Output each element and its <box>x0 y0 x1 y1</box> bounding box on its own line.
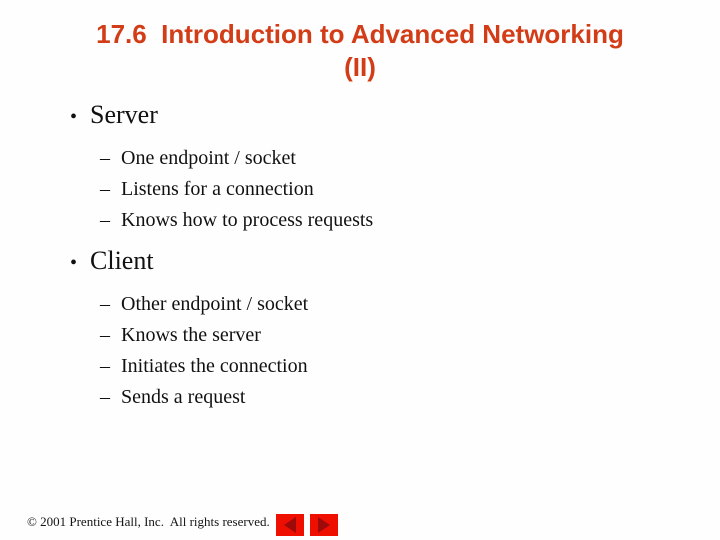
sub-bullet-text: Initiates the connection <box>121 355 308 377</box>
sub-bullet-item: – Initiates the connection <box>100 354 690 378</box>
bullet-item-client: • Client <box>70 246 690 278</box>
next-slide-button[interactable] <box>310 514 338 536</box>
sub-bullet-text: Sends a request <box>121 386 246 408</box>
slide-body: • Server – One endpoint / socket – Liste… <box>70 100 690 416</box>
dash-icon: – <box>100 209 110 231</box>
sub-bullet-item: – Sends a request <box>100 385 690 409</box>
sub-bullet-text: Listens for a connection <box>121 178 314 200</box>
server-sub-bullet-list: – One endpoint / socket – Listens for a … <box>100 146 690 232</box>
bullet-icon: • <box>70 252 78 274</box>
left-arrow-icon <box>284 517 296 533</box>
sub-bullet-item: – Knows how to process requests <box>100 208 690 232</box>
sub-bullet-text: Other endpoint / socket <box>121 293 309 315</box>
bullet-label-server: Server <box>90 100 158 129</box>
slide-title-line2: (II) <box>344 52 376 82</box>
sub-bullet-text: Knows how to process requests <box>121 209 374 231</box>
dash-icon: – <box>100 293 110 315</box>
sub-bullet-item: – Listens for a connection <box>100 177 690 201</box>
slide-title-line1: 17.6 Introduction to Advanced Networking <box>96 19 624 49</box>
bullet-label-client: Client <box>90 246 154 275</box>
dash-icon: – <box>100 147 110 169</box>
copyright-text: © 2001 Prentice Hall, Inc. All rights re… <box>27 514 270 529</box>
slide-title: 17.6 Introduction to Advanced Networking… <box>0 18 720 84</box>
sub-bullet-item: – One endpoint / socket <box>100 146 690 170</box>
sub-bullet-item: – Other endpoint / socket <box>100 292 690 316</box>
bullet-section-server: • Server – One endpoint / socket – Liste… <box>70 100 690 232</box>
bullet-section-client: • Client – Other endpoint / socket – Kno… <box>70 246 690 409</box>
sub-bullet-text: Knows the server <box>121 324 261 346</box>
sub-bullet-text: One endpoint / socket <box>121 147 296 169</box>
dash-icon: – <box>100 355 110 377</box>
right-arrow-icon <box>318 517 330 533</box>
prev-slide-button[interactable] <box>276 514 304 536</box>
client-sub-bullet-list: – Other endpoint / socket – Knows the se… <box>100 292 690 409</box>
dash-icon: – <box>100 178 110 200</box>
bullet-icon: • <box>70 106 78 128</box>
sub-bullet-item: – Knows the server <box>100 323 690 347</box>
dash-icon: – <box>100 386 110 408</box>
bullet-item-server: • Server <box>70 100 690 132</box>
dash-icon: – <box>100 324 110 346</box>
